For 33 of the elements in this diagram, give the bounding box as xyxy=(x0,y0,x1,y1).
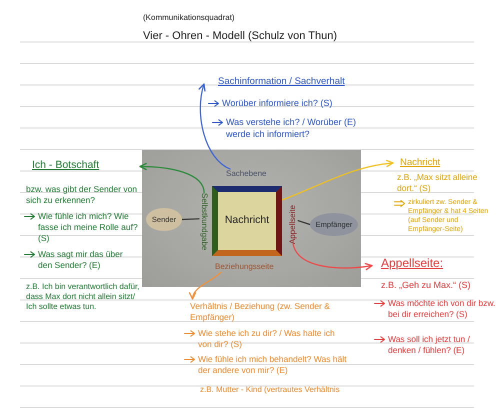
note-text: Was sagt mir das über den Sender? (E) xyxy=(38,249,124,271)
example-text: z.B. Ich bin verantwortlich dafür, dass Max dort nicht allein sitzt/ Ich sollte etwas tun. xyxy=(26,282,140,313)
example-text: z.B. „Max sitzt alleine dort.“ (S) xyxy=(397,172,478,194)
heading-text: Sachinformation / Sachverhalt xyxy=(218,76,345,88)
connector-line xyxy=(181,218,200,220)
curved-arrow xyxy=(198,83,231,170)
heading-text: Appellseite: xyxy=(381,256,444,272)
curved-arrow xyxy=(281,160,394,201)
vertical-label: Appellseite xyxy=(288,205,298,244)
note-text: Wie stehe ich zu dir? / Was halte ich von dir? (S) xyxy=(198,328,336,350)
heading-text: Nachricht xyxy=(400,157,440,170)
note-text: Was soll ich jetzt tun / denken / fühlen? (E) xyxy=(388,334,471,356)
heading-text: Verhältnis / Beziehung (zw. Sender & Empfänger) xyxy=(190,301,331,323)
connector-line xyxy=(298,220,311,226)
vertical-label: Selbstkundgabe xyxy=(199,193,210,250)
side-label: Sachebene xyxy=(226,169,266,180)
side-label: Beziehungsseite xyxy=(215,262,274,272)
example-text: z.B. Mutter - Kind (vertrautes Verhältnis xyxy=(200,385,341,396)
framed-square: Nachricht xyxy=(212,186,282,256)
curved-arrow xyxy=(139,162,205,194)
note-text: bzw. was gibt der Sender von sich zu erkennen? xyxy=(26,184,138,206)
curved-arrow xyxy=(190,272,222,300)
note-text: Was verstehe ich? / Worüber (E) werde ich informiert? xyxy=(226,117,358,140)
subtitle-text: (Kommunikationsquadrat) xyxy=(143,13,235,24)
curved-arrow xyxy=(292,244,373,270)
heading-text: Ich - Botschaft xyxy=(32,159,100,172)
example-text: z.B. „Geh zu Max.“ (S) xyxy=(381,280,472,292)
photo-panel xyxy=(142,150,361,287)
title-text: Vier - Ohren - Modell (Schulz von Thun) xyxy=(143,29,338,44)
note-text: Worüber informiere ich? (S) xyxy=(222,98,334,110)
note-text: Was möchte ich von dir bzw. bei dir erreichen? (S) xyxy=(388,298,496,320)
note-text: Wie fühle ich mich behandelt? Was hält der andere von mir? (E) xyxy=(198,354,348,376)
note-text: Wie fühle ich mich? Wie fasse ich meine Rolle auf? (S) xyxy=(38,211,139,244)
